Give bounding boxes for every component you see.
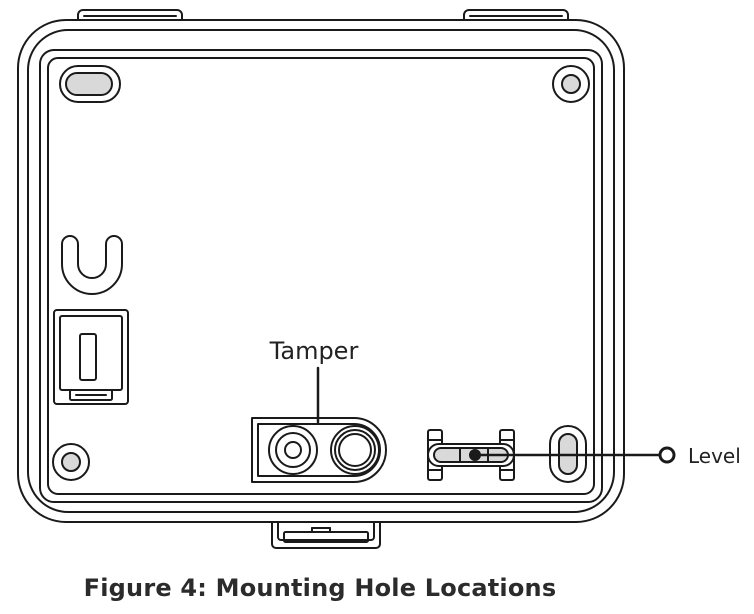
- level-label: Level: [688, 444, 741, 468]
- device-body: [17, 19, 625, 523]
- tamper-label: Tamper: [269, 337, 359, 365]
- mounting-hole-top-left: [59, 65, 121, 103]
- tamper-switch: [251, 417, 387, 483]
- mounting-hole-bottom-left: [52, 443, 90, 481]
- level-callout: Level: [469, 444, 741, 468]
- figure-caption: Figure 4: Mounting Hole Locations: [83, 574, 557, 602]
- tamper-callout: Tamper: [269, 337, 359, 424]
- side-connector: [53, 309, 129, 405]
- mounting-hole-top-right: [552, 65, 590, 103]
- u-slot: [61, 235, 123, 295]
